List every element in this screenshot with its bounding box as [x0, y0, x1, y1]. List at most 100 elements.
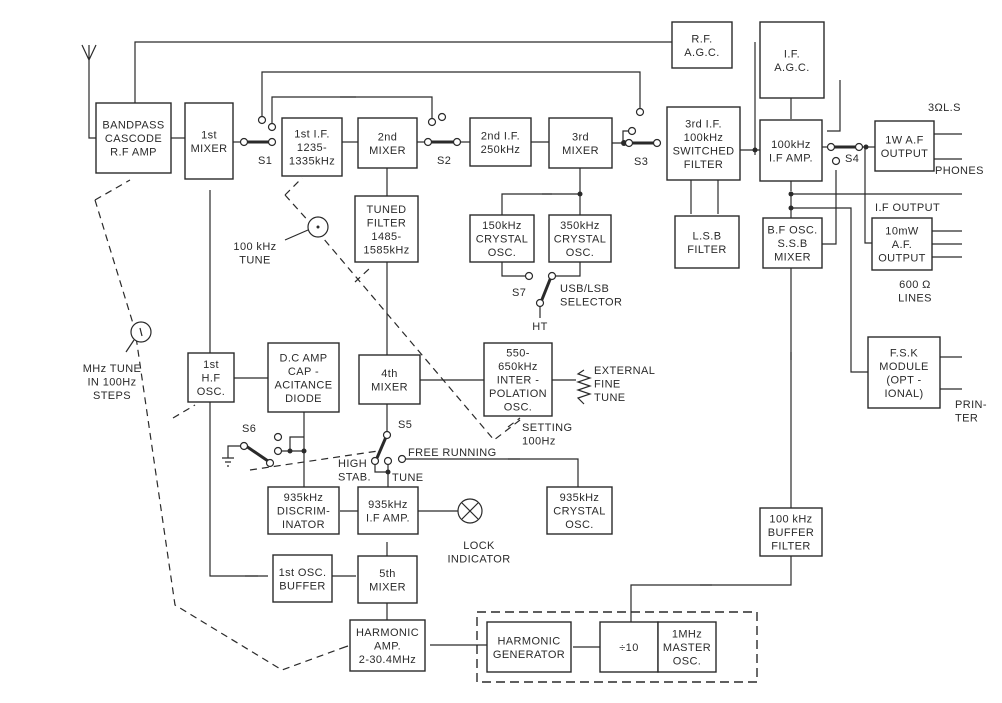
if2-block: 2nd I.F. 250kHz [469, 117, 532, 167]
block-label: A.G.C. [774, 62, 809, 74]
block-label: CRYSTAL [554, 234, 607, 246]
link-mhz-tune [94, 199, 346, 671]
wire-ifamp-ifagc [827, 80, 841, 132]
label-lines: 600 Ω [899, 279, 931, 291]
block-label: 1MHz [672, 629, 702, 641]
label-mhz-tune: STEPS [93, 390, 131, 402]
block-label: I.F AMP. [769, 152, 813, 164]
block-outline [187, 352, 235, 403]
wire-osc150 [501, 193, 580, 215]
block-label: 1st [203, 359, 219, 371]
switch-terminals [239, 107, 869, 475]
label-high-stab: STAB. [338, 472, 371, 484]
link-100k-tune [284, 194, 521, 441]
block-label: CASCODE [105, 133, 162, 145]
block-outline [357, 555, 418, 604]
block-label: (OPT - [886, 374, 921, 386]
block-label: MIXER [369, 145, 406, 157]
block-label: TUNED [367, 204, 407, 216]
block-outline [657, 621, 717, 673]
switch-s7[interactable] [539, 276, 553, 303]
block-label: 250kHz [481, 144, 521, 156]
block-label: SWITCHED [673, 145, 735, 157]
block-label: MIXER [191, 143, 228, 155]
switch-s5[interactable] [375, 436, 388, 459]
block-outline [762, 217, 823, 269]
block-label: 2nd [378, 131, 398, 143]
block-label: BUFFER [768, 527, 814, 539]
label-mhz-tune: MHz TUNE [83, 363, 142, 375]
if-agc-block: I.F.A.G.C. [759, 21, 825, 99]
antenna-feed [88, 60, 96, 139]
block-label: 4th [381, 368, 398, 380]
label-tune: TUNE [392, 472, 424, 484]
label-s5: S5 [398, 419, 412, 431]
antenna-icon [81, 44, 97, 62]
wire-buffer-divider [630, 556, 792, 622]
arrow-interp [507, 417, 521, 428]
100khz-tune-knob-icon[interactable] [284, 216, 329, 241]
label-s7: S7 [512, 287, 526, 299]
block-label: 3rd [572, 131, 589, 143]
block-outline [867, 336, 941, 409]
mhz-tune-knob-icon[interactable] [125, 321, 152, 353]
block-label: FILTER [367, 217, 406, 229]
block-label: BANDPASS [102, 120, 164, 132]
knob-leader [284, 229, 309, 241]
label-tune100k: TUNE [239, 255, 271, 267]
block-label: FILTER [771, 541, 810, 553]
block-label: IONAL) [884, 388, 923, 400]
block-label: 650kHz [498, 361, 538, 373]
label-high-stab: HIGH [338, 458, 367, 470]
label-setting: SETTING [522, 422, 572, 434]
arrow-tuned-filter [354, 267, 371, 283]
block-label: 5th [379, 568, 396, 580]
block-label: 1st [201, 129, 217, 141]
rf-agc-block: R.F.A.G.C. [671, 21, 733, 69]
block-label: A.F. [892, 239, 913, 251]
switch-s6[interactable] [245, 444, 269, 463]
label-if-output: I.F OUTPUT [875, 202, 940, 214]
block-label: R.F. [691, 33, 712, 45]
block-label: BUFFER [279, 580, 325, 592]
arrow-harmamp [344, 645, 349, 648]
block-outline [354, 195, 419, 263]
if1-block: 1st I.F.1235-1335kHz [281, 117, 343, 177]
block-label: 2nd I.F. [481, 130, 520, 142]
block-label: 100kHz [684, 132, 724, 144]
lamp-cross [461, 502, 479, 520]
block-outline [358, 354, 421, 405]
block-label: GENERATOR [493, 649, 565, 661]
label-printer: TER [955, 413, 978, 425]
block-label: 350kHz [560, 220, 600, 232]
block-outline [357, 486, 419, 535]
block-label: OSC. [488, 247, 517, 259]
block-label: 1485- [371, 231, 401, 243]
block-label: 1W A.F [885, 134, 923, 146]
block-label: F.S.K [890, 347, 919, 359]
block-label: 3rd I.F. [685, 118, 722, 130]
block-label: OSC. [566, 247, 595, 259]
block-outline [267, 486, 340, 535]
block-label: INATOR [282, 519, 325, 531]
block-label: ÷10 [619, 642, 638, 654]
block-label: DIODE [285, 393, 322, 405]
block-outline [548, 117, 613, 169]
block-outline [95, 102, 172, 174]
label-usb-lsb: SELECTOR [560, 297, 622, 309]
block-label: 100 kHz [769, 514, 812, 526]
label-lines: LINES [898, 293, 932, 305]
